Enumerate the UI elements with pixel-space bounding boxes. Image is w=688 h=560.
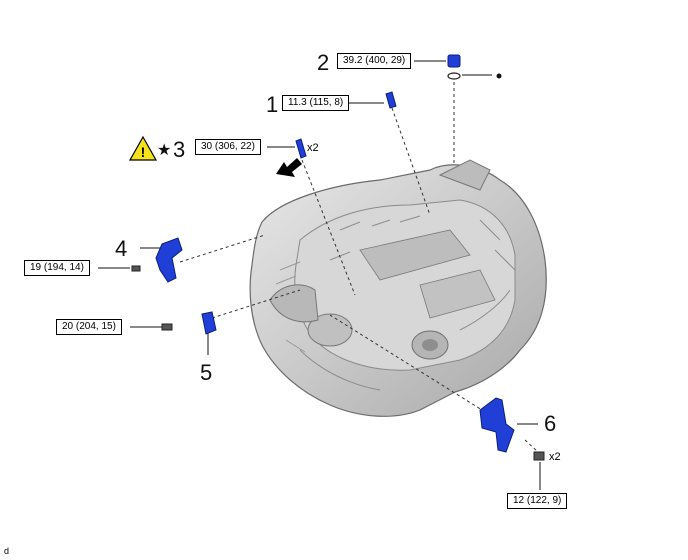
connector-dot	[496, 73, 502, 79]
callout-number-2: 2	[317, 50, 330, 75]
callout-number-3: 3	[173, 137, 186, 162]
svg-text:!: !	[141, 144, 146, 160]
bracket-part-5	[161, 311, 217, 335]
corner-code: d	[4, 546, 10, 556]
quantity-label-6: x2	[549, 451, 561, 463]
arrow-icon	[276, 158, 302, 177]
leader-lines	[179, 82, 539, 453]
callout-number-5: 5	[200, 360, 213, 385]
bracket-part-4	[131, 237, 183, 283]
torque-label-3: 30 (306, 22)	[195, 139, 261, 155]
transaxle-housing	[249, 159, 547, 417]
star-icon: ★	[157, 140, 172, 159]
warning-icon: !	[128, 135, 158, 161]
torque-label-2: 39.2 (400, 29)	[337, 53, 412, 69]
callout-number-4: 4	[115, 236, 128, 261]
quantity-label-3: x2	[307, 142, 319, 154]
torque-label-5: 20 (204, 15)	[56, 319, 122, 335]
drain-plug-part-2	[447, 54, 461, 80]
callout-number-6: 6	[544, 411, 557, 436]
solid-leaders	[98, 60, 541, 490]
bolt-part-1	[385, 91, 397, 109]
bolt-part-3	[295, 138, 307, 159]
callout-number-1: 1	[266, 92, 279, 117]
bracket-part-6	[479, 397, 545, 461]
torque-label-4: 19 (194, 14)	[24, 260, 90, 276]
torque-label-1: 11.3 (115, 8)	[282, 95, 350, 111]
torque-label-6: 12 (122, 9)	[507, 493, 568, 509]
